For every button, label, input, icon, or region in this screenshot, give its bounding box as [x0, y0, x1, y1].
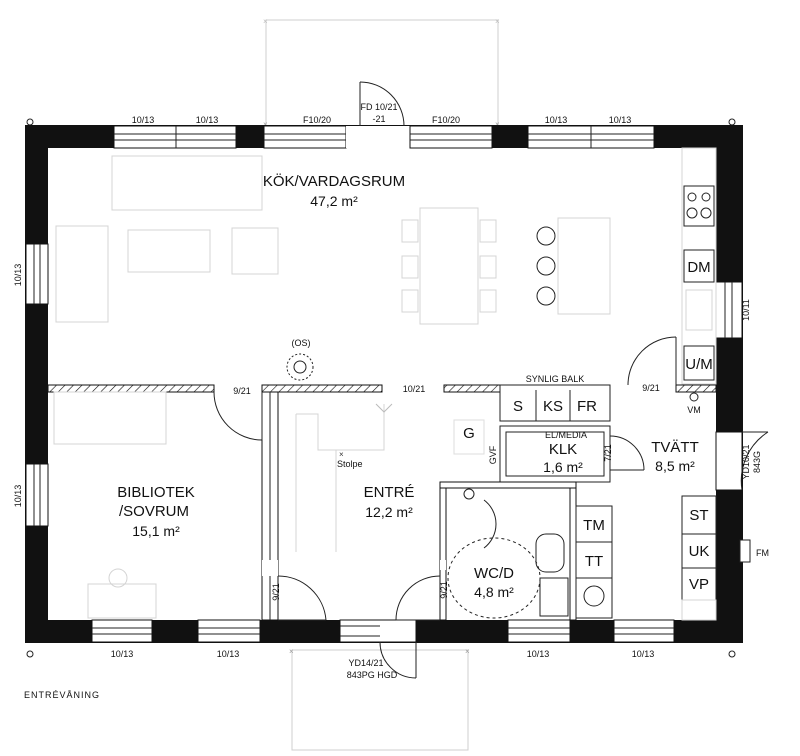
room-bibliotek-name-line2: /SOVRUM — [119, 503, 189, 520]
window-top-1013-c: 10/13 — [545, 115, 568, 125]
door-bottom-yd-line1: YD14/21 — [348, 658, 383, 668]
right-openings — [715, 281, 769, 563]
svg-text:×: × — [495, 120, 500, 129]
door-921-d: 9/21 — [439, 581, 449, 599]
top-openings — [113, 81, 655, 149]
interior-doors — [213, 336, 677, 621]
label-el-media: EL/MEDIA — [545, 430, 587, 440]
fixture-s: S — [513, 398, 523, 415]
laundry-fixtures — [575, 392, 717, 621]
wc-fixtures — [447, 488, 569, 619]
room-tvatt-area: 8,5 m² — [655, 458, 695, 474]
door-921-c: 9/21 — [271, 583, 281, 601]
label-fm: FM — [756, 548, 769, 558]
door-right-yd-line2: 843G — [752, 451, 762, 473]
svg-text:×: × — [263, 120, 268, 129]
fixture-tm: TM — [583, 517, 605, 534]
label-synlig-balk: SYNLIG BALK — [526, 374, 585, 384]
door-top-fd-line1: FD 10/21 — [360, 102, 397, 112]
door-right-yd-line1: YD10/21 — [741, 444, 751, 479]
window-top-1013-b: 10/13 — [196, 115, 219, 125]
room-klk-area: 1,6 m² — [543, 459, 583, 475]
room-entre-area: 12,2 m² — [365, 504, 413, 520]
label-floor-name: ENTRÉVÅNING — [24, 690, 100, 700]
fixture-um: U/M — [685, 356, 713, 373]
label-stolpe: Stolpe — [337, 459, 363, 469]
window-bottom-1013-a: 10/13 — [111, 649, 134, 659]
room-bibliotek-area: 15,1 m² — [132, 523, 180, 539]
kitchen-fixtures — [681, 147, 717, 385]
fixture-ks: KS — [543, 398, 563, 415]
exterior-walls — [25, 125, 743, 643]
room-wc-area: 4,8 m² — [474, 584, 514, 600]
fixture-fr: FR — [577, 398, 597, 415]
svg-text:×: × — [495, 17, 500, 26]
label-vm: VM — [687, 405, 701, 415]
fixture-uk: UK — [689, 543, 710, 560]
fixture-st: ST — [689, 507, 708, 524]
svg-text:×: × — [263, 17, 268, 26]
fixture-dm: DM — [687, 259, 710, 276]
svg-text:×: × — [339, 450, 344, 459]
window-top-1013-d: 10/13 — [609, 115, 632, 125]
window-bottom-1013-d: 10/13 — [632, 649, 655, 659]
bottom-openings — [91, 619, 675, 679]
window-left-1013-a: 10/13 — [13, 264, 23, 287]
door-1021: 10/21 — [403, 384, 426, 394]
label-os: (OS) — [292, 338, 311, 348]
door-921-b: 9/21 — [642, 383, 660, 393]
entrance-stairs: × — [295, 403, 485, 552]
window-bottom-1013-b: 10/13 — [217, 649, 240, 659]
door-921-a: 9/21 — [233, 386, 251, 396]
window-bottom-1013-c: 10/13 — [527, 649, 550, 659]
window-left-1013-b: 10/13 — [13, 485, 23, 508]
left-openings — [25, 243, 49, 527]
fixture-vp: VP — [689, 576, 709, 593]
interior-walls — [47, 384, 717, 621]
fixture-g: G — [463, 425, 475, 442]
room-kok-name: KÖK/VARDAGSRUM — [263, 172, 405, 190]
svg-text:×: × — [465, 647, 470, 656]
room-entre-name: ENTRÉ — [364, 484, 415, 501]
room-kok-area: 47,2 m² — [310, 193, 358, 209]
terrace-top: × × × × — [263, 17, 500, 129]
fixture-tt: TT — [585, 553, 603, 570]
door-bottom-yd-line2: 843PG HGD — [347, 670, 398, 680]
living-furniture — [53, 155, 611, 619]
label-gvf: GVF — [488, 445, 498, 464]
room-tvatt-name: TVÄTT — [651, 439, 699, 456]
room-bibliotek-name-line1: BIBLIOTEK — [117, 484, 195, 501]
window-top-f1020-b: F10/20 — [432, 115, 460, 125]
window-top-1013-a: 10/13 — [132, 115, 155, 125]
svg-text:×: × — [289, 647, 294, 656]
room-wc-name: WC/D — [474, 565, 514, 582]
door-top-fd-line2: -21 — [372, 114, 385, 124]
door-721: 7/21 — [603, 444, 613, 462]
room-klk-name: KLK — [549, 441, 577, 458]
window-right-1011: 10/11 — [741, 299, 751, 321]
terrace-bottom: × × — [289, 647, 470, 751]
window-top-f1020-a: F10/20 — [303, 115, 331, 125]
